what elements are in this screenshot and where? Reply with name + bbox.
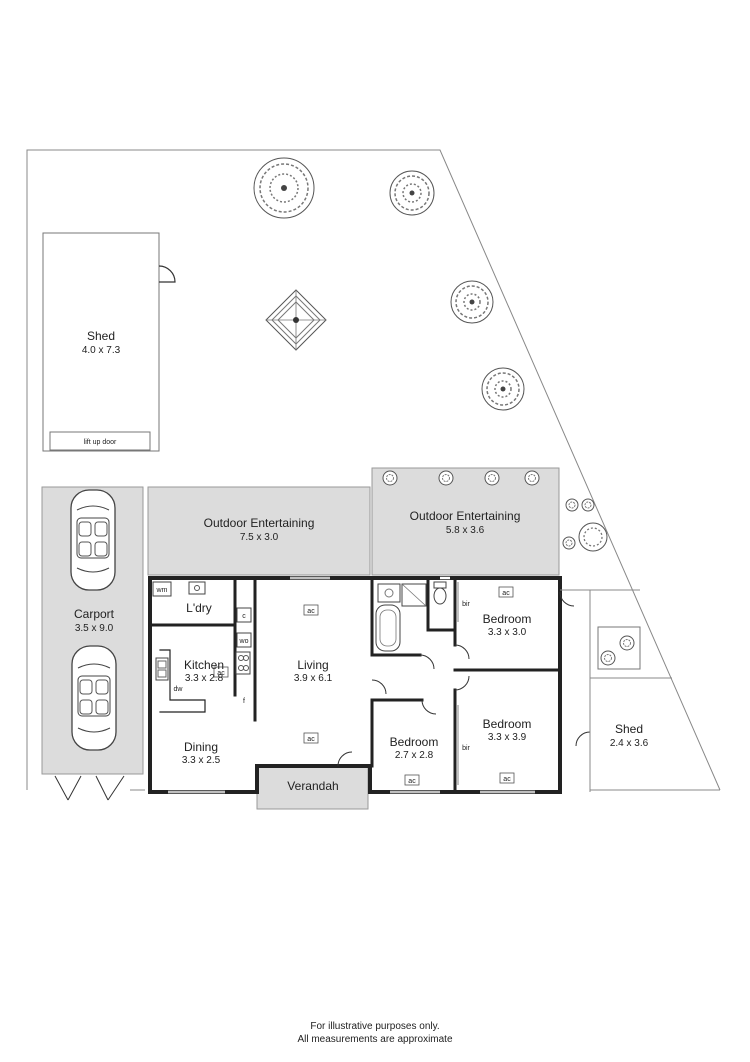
bedroom-ne-dims: 3.3 x 3.0 <box>488 627 527 638</box>
plant-icon <box>581 498 595 512</box>
ac-label: ac <box>307 736 315 743</box>
outdoor-entertaining-left: Outdoor Entertaining 7.5 x 3.0 <box>147 486 371 576</box>
car-icon <box>70 489 116 591</box>
ac-label: ac <box>408 778 416 785</box>
windows <box>168 576 535 794</box>
shower-icon <box>401 583 427 607</box>
outdoor-right-dims: 5.8 x 3.6 <box>446 525 485 536</box>
washing-machine-box <box>152 581 172 597</box>
kitchen-sink-icon <box>155 657 169 681</box>
carport-dims: 3.5 x 9.0 <box>75 623 114 634</box>
plant-icon <box>600 650 616 666</box>
ac-box <box>499 772 515 784</box>
tree-icon <box>450 280 494 324</box>
dining-dims: 3.3 x 2.5 <box>182 755 221 766</box>
bir-label: bir <box>462 601 470 608</box>
outdoor-right-name: Outdoor Entertaining <box>410 509 521 523</box>
lift-up-door-label: lift up door <box>84 439 117 446</box>
living-name: Living <box>297 658 328 672</box>
bath-icon <box>375 604 401 652</box>
cupboard-box <box>236 607 252 623</box>
ac-label: ac <box>502 590 510 597</box>
shed-main-dims: 4.0 x 7.3 <box>82 345 121 356</box>
carport-name: Carport <box>74 607 115 621</box>
ac-label: ac <box>217 670 225 677</box>
plant-icon <box>562 536 576 550</box>
plant-icon <box>565 498 579 512</box>
disclaimer-line-1: For illustrative purposes only. <box>310 1021 440 1032</box>
kitchen-dims: 3.3 x 2.8 <box>185 673 224 684</box>
disclaimer-line-2: All measurements are approximate <box>297 1034 453 1045</box>
wall-oven-box <box>236 632 252 648</box>
shed-main: Shed 4.0 x 7.3 lift up door <box>42 232 176 452</box>
ac-box <box>303 604 319 616</box>
ac-label: ac <box>307 608 315 615</box>
ac-label: ac <box>503 776 511 783</box>
tree-icon <box>253 157 315 219</box>
living-dims: 3.9 x 6.1 <box>294 673 333 684</box>
verandah-name: Verandah <box>287 779 338 793</box>
outdoor-entertaining-right: Outdoor Entertaining 5.8 x 3.6 <box>371 467 560 576</box>
plant-icon <box>619 635 635 651</box>
shed-small-name: Shed <box>615 722 643 736</box>
f-label: f <box>243 698 245 705</box>
shed-main-name: Shed <box>87 329 115 343</box>
bir-label: bir <box>462 745 470 752</box>
wm-label: wm <box>156 587 168 594</box>
laundry-sink-icon <box>188 581 206 595</box>
verandah: Verandah <box>256 765 369 810</box>
ac-box <box>404 774 420 786</box>
wo-label: wo <box>239 638 249 645</box>
plant-icon <box>382 470 398 486</box>
doors <box>337 591 591 767</box>
vanity-icon <box>377 583 401 603</box>
plant-icon <box>484 470 500 486</box>
bedroom-se-dims: 3.3 x 3.9 <box>488 732 527 743</box>
laundry-name: L'dry <box>186 601 212 615</box>
kitchen-name: Kitchen <box>184 658 224 672</box>
bedroom-s-name: Bedroom <box>390 735 439 749</box>
ac-box <box>213 666 229 678</box>
outdoor-left-dims: 7.5 x 3.0 <box>240 532 279 543</box>
site-boundary <box>26 149 721 791</box>
ac-box <box>498 586 514 598</box>
pyramid-feature-icon <box>265 289 327 351</box>
plant-icon <box>524 470 540 486</box>
tree-icon <box>389 170 435 216</box>
cooktop-icon <box>235 651 251 675</box>
tree-icon <box>481 367 525 411</box>
bedroom-se-name: Bedroom <box>483 717 532 731</box>
bedroom-s-dims: 2.7 x 2.8 <box>395 750 434 761</box>
car-icon <box>71 645 117 751</box>
outdoor-left-name: Outdoor Entertaining <box>204 516 315 530</box>
dining-name: Dining <box>184 740 218 754</box>
disclaimer: For illustrative purposes only. All meas… <box>0 1020 750 1046</box>
tree-icon <box>578 522 608 552</box>
plant-icon <box>438 470 454 486</box>
shed-small-dims: 2.4 x 3.6 <box>610 738 649 749</box>
dw-label: dw <box>174 686 184 693</box>
window-frames <box>168 577 535 793</box>
bedroom-ne-name: Bedroom <box>483 612 532 626</box>
shed-small: Shed 2.4 x 3.6 <box>610 722 649 749</box>
toilet-icon <box>433 581 447 605</box>
c-label: c <box>242 613 246 620</box>
ac-box <box>303 732 319 744</box>
side-yard <box>560 589 672 792</box>
